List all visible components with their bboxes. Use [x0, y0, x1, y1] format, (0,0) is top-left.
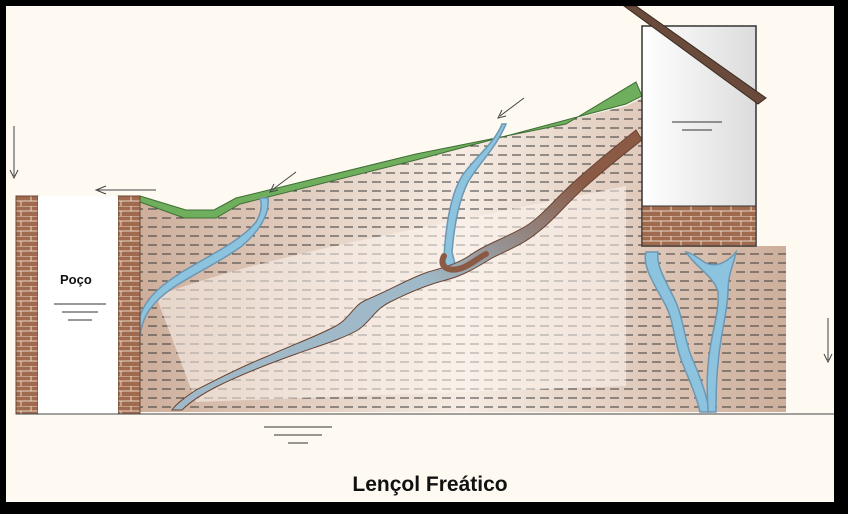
groundwater-diagram: Poço — [6, 6, 834, 502]
water-channel-house-right — [684, 249, 738, 413]
house-roof — [623, 6, 767, 105]
house-foundation — [641, 205, 757, 247]
house — [623, 6, 767, 247]
contamination-junction — [439, 251, 489, 273]
arrow-grass-1-icon — [269, 171, 297, 193]
contamination-channel — [171, 129, 643, 411]
well-wall-right — [117, 195, 141, 415]
well-label: Poço — [60, 272, 92, 287]
well: Poço — [15, 195, 141, 415]
flow-arrows — [9, 97, 833, 364]
arrow-down-right-icon — [823, 318, 833, 364]
arrow-grass-2-icon — [497, 97, 525, 119]
well-wall-left — [15, 195, 39, 415]
well-shaft — [38, 196, 118, 414]
arrow-left-icon — [94, 185, 156, 195]
diagram-title: Lençol Freático — [352, 473, 507, 496]
diagram-canvas: Poço — [6, 6, 834, 502]
water-table-symbol — [264, 426, 332, 444]
water-channels — [139, 123, 738, 413]
arrow-down-left-icon — [9, 126, 19, 180]
